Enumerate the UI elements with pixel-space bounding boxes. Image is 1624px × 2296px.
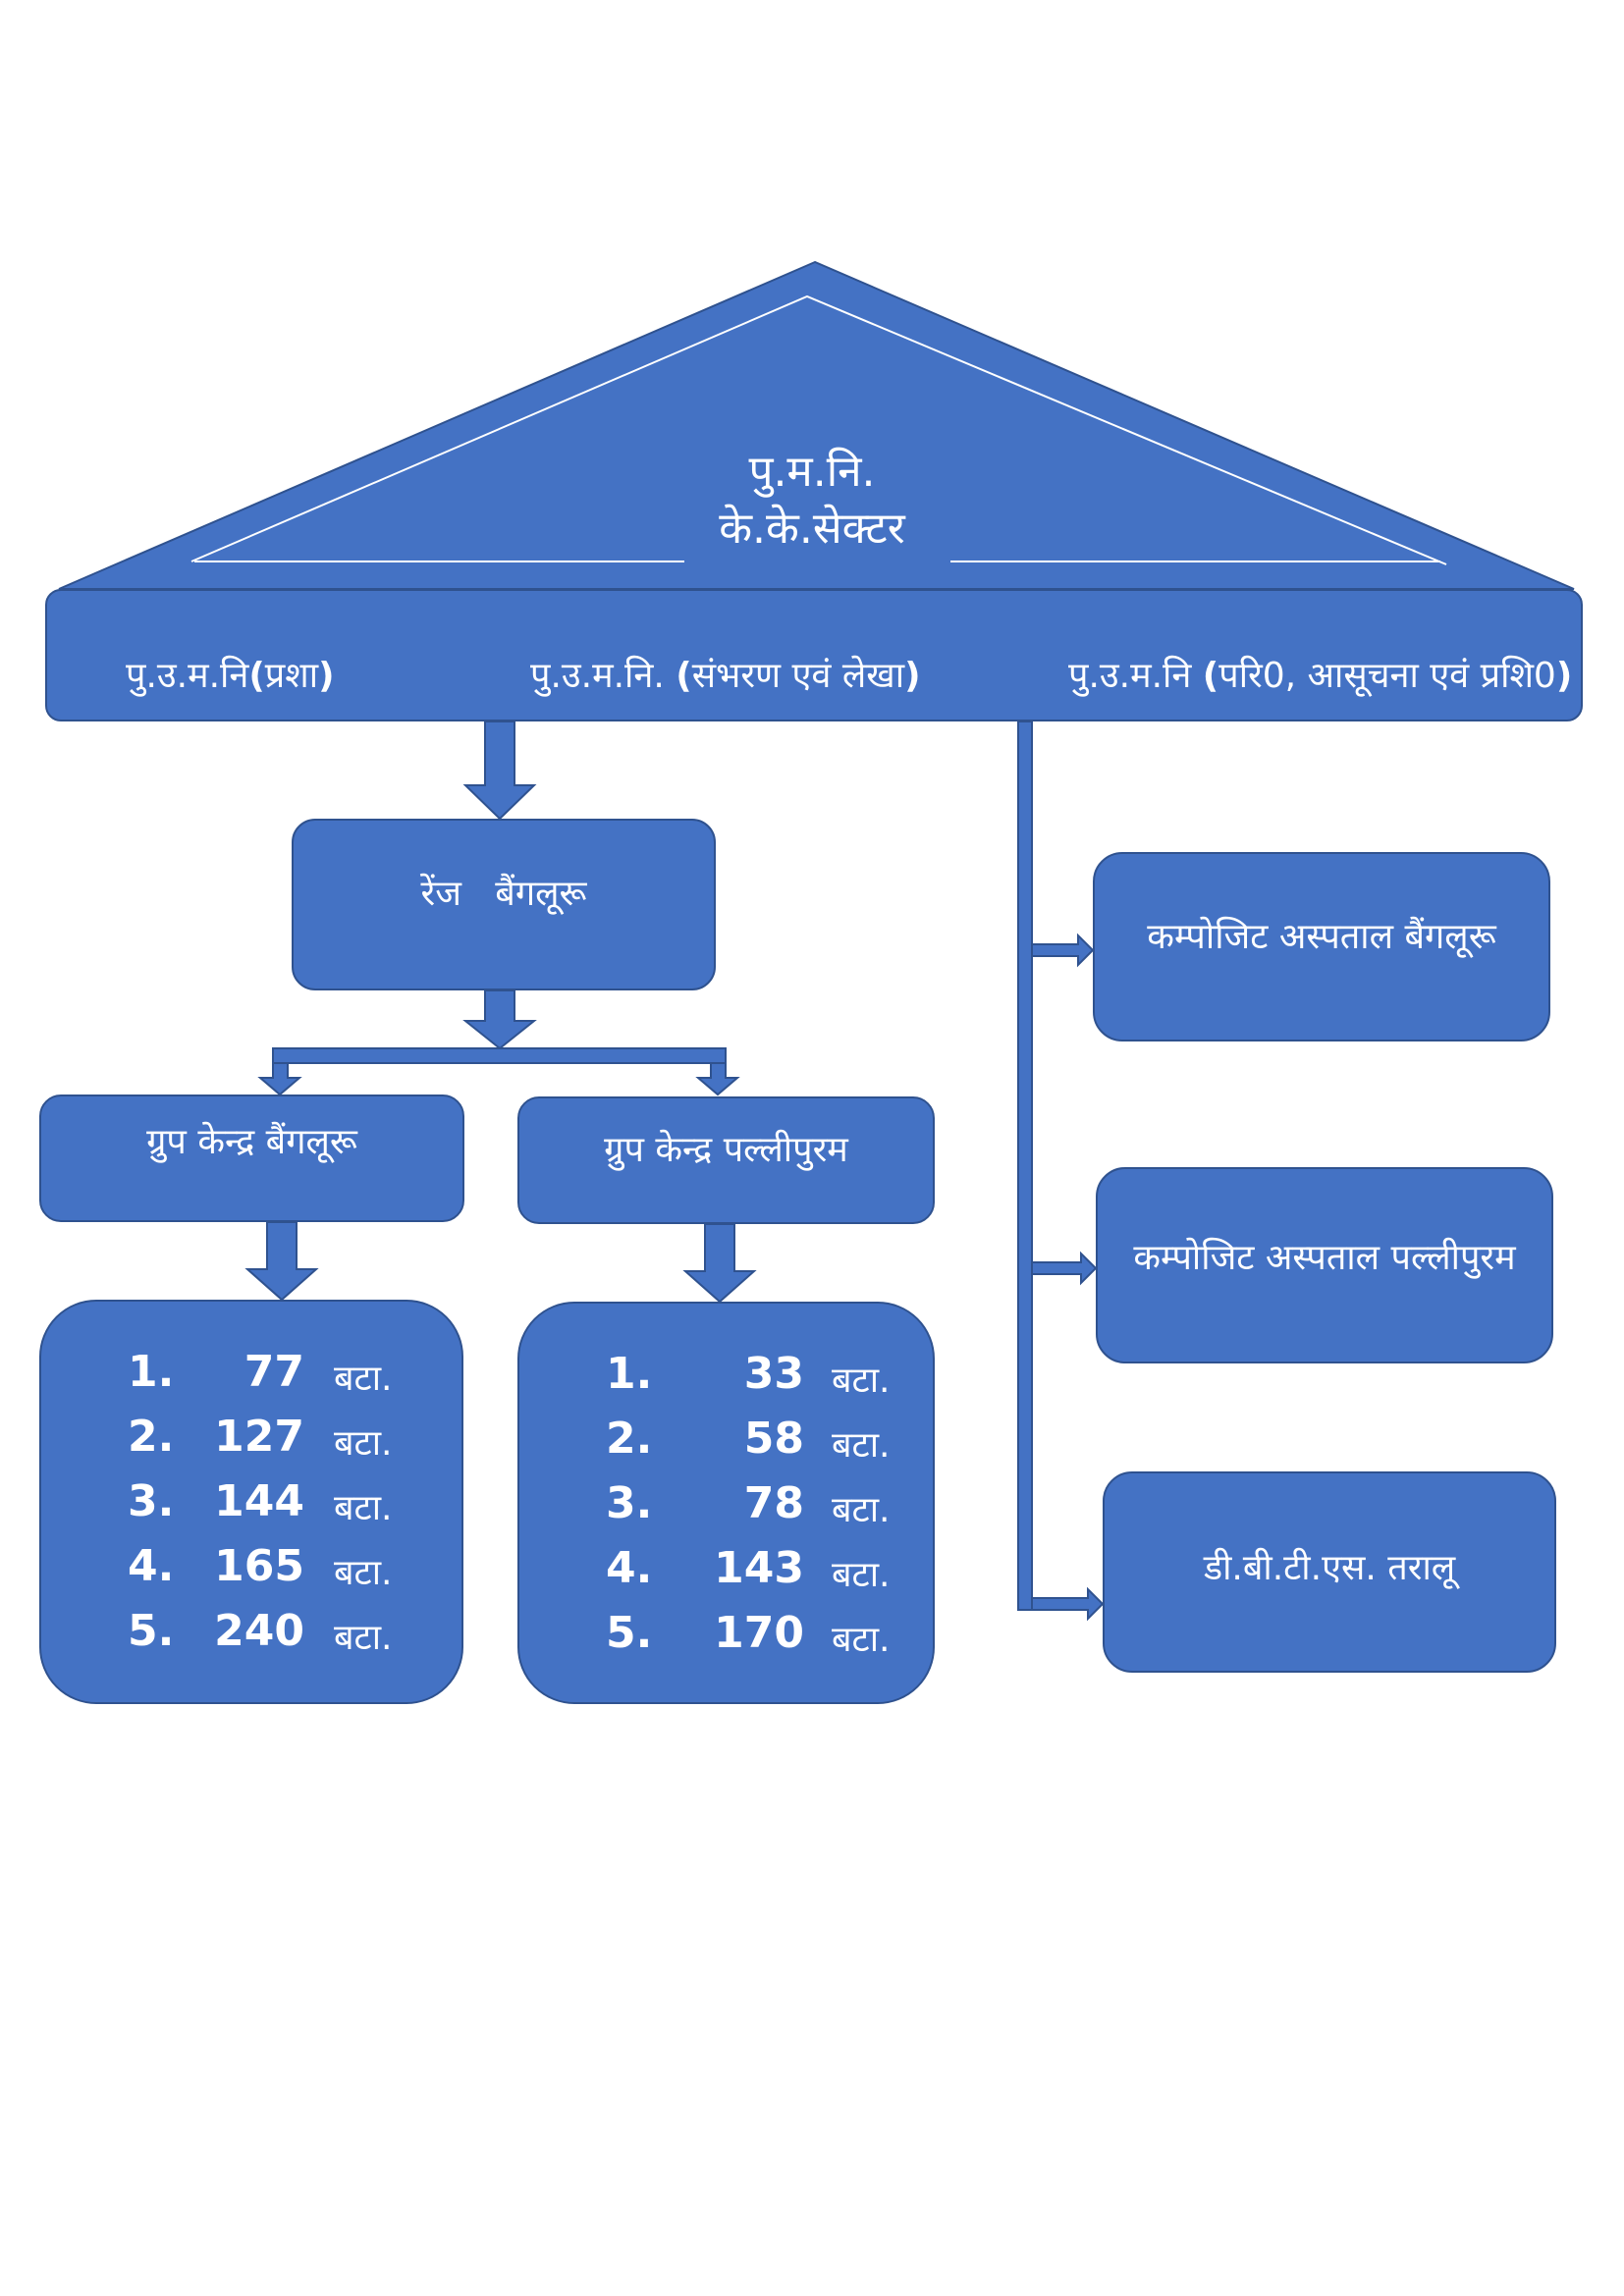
- apex-title: पु.म.नि. के.के.सेक्टर: [616, 444, 1008, 558]
- header-bracket-open: (: [676, 656, 692, 696]
- header-bracket-open: (: [248, 656, 265, 696]
- group-centre-pallipuram-label: ग्रुप केन्द्र पल्लीपुरम: [604, 1130, 848, 1170]
- list-item: 1. 77 बटा.: [41, 1347, 461, 1412]
- composite-hospital-pallipuram-box: कम्पोजिट अस्पताल पल्लीपुरम: [1096, 1167, 1553, 1363]
- list-item-number: 4.: [606, 1543, 653, 1593]
- list-item-value: 78: [743, 1478, 804, 1528]
- list-item-value: 144: [214, 1476, 304, 1526]
- list-item-unit: बटा.: [832, 1620, 891, 1660]
- list-item: 2. 127 बटा.: [41, 1412, 461, 1476]
- battalion-list-bangalore: 1. 77 बटा. 2. 127 बटा. 3. 144 बटा. 4. 165 बटा. 5…: [39, 1300, 463, 1704]
- list-item-unit: बटा.: [334, 1553, 393, 1593]
- apex-title-line2: के.के.सेक्टर: [719, 504, 905, 554]
- list-item-unit: बटा.: [334, 1359, 393, 1399]
- list-item-number: 1.: [128, 1347, 175, 1397]
- list-item-value: 33: [743, 1349, 804, 1399]
- arrow-header-to-range: [462, 721, 537, 821]
- list-item-number: 5.: [128, 1606, 175, 1656]
- list-item: 4. 143 बटा.: [519, 1543, 933, 1608]
- list-item: 5. 170 बटा.: [519, 1608, 933, 1673]
- group-centre-pallipuram-box: ग्रुप केन्द्र पल्लीपुरम: [517, 1096, 935, 1224]
- list-item: 4. 165 बटा.: [41, 1541, 461, 1606]
- split-bar: [272, 1047, 727, 1064]
- list-item: 3. 78 बटा.: [519, 1478, 933, 1543]
- list-item: 5. 240 बटा.: [41, 1606, 461, 1671]
- list-item-number: 2.: [606, 1414, 653, 1464]
- header-item-supply: पु.उ.म.नि. (संभरण एवं लेखा): [530, 650, 921, 698]
- arrow-group-pal-to-list: [682, 1223, 757, 1304]
- header-bracket-close: ): [318, 656, 335, 696]
- header-item-prefix: पु.उ.म.नि.: [530, 656, 677, 696]
- header-bracket-open: (: [1202, 656, 1219, 696]
- dbts-taralu-box: डी.बी.टी.एस. तरालू: [1103, 1471, 1556, 1673]
- header-bracket-close: ): [1555, 656, 1573, 696]
- battalion-list: 1. 33 बटा. 2. 58 बटा. 3. 78 बटा. 4. 143 बटा. 5. 1…: [519, 1349, 933, 1673]
- composite-hospital-bangalore-label: कम्पोजिट अस्पताल बैंगलूरू: [1147, 917, 1496, 957]
- header-item-prefix: पु.उ.म.नि: [126, 656, 249, 696]
- group-centre-bangalore-box: ग्रुप केन्द्र बैंगलूरू: [39, 1095, 464, 1222]
- list-item-unit: बटा.: [832, 1425, 891, 1466]
- list-item: 2. 58 बटा.: [519, 1414, 933, 1478]
- arrow-group-blr-to-list: [244, 1221, 319, 1302]
- list-item-number: 1.: [606, 1349, 653, 1399]
- header-item-text: संभरण एवं लेखा: [691, 656, 905, 696]
- arrow-trunk-to-hosp-blr: [1031, 933, 1095, 968]
- list-item-value: 165: [214, 1541, 304, 1591]
- range-label: रेंज बैंगलूरू: [420, 874, 587, 914]
- group-centre-bangalore-label: ग्रुप केन्द्र बैंगलूरू: [146, 1122, 357, 1162]
- header-item-prefix: पु.उ.म.नि: [1068, 656, 1203, 696]
- list-item-value: 170: [714, 1608, 804, 1658]
- composite-hospital-bangalore-box: कम्पोजिट अस्पताल बैंगलूरू: [1093, 852, 1550, 1041]
- list-item-unit: बटा.: [334, 1488, 393, 1528]
- list-item-value: 143: [714, 1543, 804, 1593]
- list-item-value: 240: [214, 1606, 304, 1656]
- list-item: 3. 144 बटा.: [41, 1476, 461, 1541]
- list-item-number: 2.: [128, 1412, 175, 1462]
- list-item-unit: बटा.: [832, 1490, 891, 1530]
- header-item-operations: पु.उ.म.नि (परि0, आसूचना एवं प्रशि0): [1068, 650, 1572, 698]
- right-trunk: [1017, 721, 1033, 1611]
- list-item-number: 5.: [606, 1608, 653, 1658]
- list-item-unit: बटा.: [832, 1361, 891, 1401]
- apex-title-line1: पु.म.नि.: [748, 447, 876, 497]
- arrow-trunk-to-hosp-pal: [1031, 1251, 1098, 1286]
- header-item-admin: पु.उ.म.नि(प्रशा): [126, 650, 335, 698]
- composite-hospital-pallipuram-label: कम्पोजिट अस्पताल पल्लीपुरम: [1133, 1237, 1516, 1278]
- battalion-list: 1. 77 बटा. 2. 127 बटा. 3. 144 बटा. 4. 165 बटा. 5…: [41, 1347, 461, 1671]
- arrow-split-to-group-pal: [695, 1062, 740, 1096]
- list-item-number: 3.: [606, 1478, 653, 1528]
- dbts-taralu-label: डी.बी.टी.एस. तरालू: [1203, 1548, 1456, 1588]
- list-item-unit: बटा.: [334, 1618, 393, 1658]
- list-item-number: 4.: [128, 1541, 175, 1591]
- list-item-value: 127: [214, 1412, 304, 1462]
- arrow-range-to-split: [462, 989, 537, 1050]
- list-item-value: 77: [244, 1347, 304, 1397]
- header-item-text: परि0, आसूचना एवं प्रशि0: [1218, 656, 1556, 696]
- battalion-list-pallipuram: 1. 33 बटा. 2. 58 बटा. 3. 78 बटा. 4. 143 बटा. 5. 1…: [517, 1302, 935, 1704]
- arrow-split-to-group-blr: [257, 1062, 302, 1096]
- list-item-unit: बटा.: [334, 1423, 393, 1464]
- roof-inner-line: [190, 294, 1447, 565]
- list-item-unit: बटा.: [832, 1555, 891, 1595]
- list-item: 1. 33 बटा.: [519, 1349, 933, 1414]
- header-item-text: प्रशा: [264, 656, 319, 696]
- header-bracket-close: ): [904, 656, 921, 696]
- range-box: रेंज बैंगलूरू: [292, 819, 716, 990]
- list-item-value: 58: [743, 1414, 804, 1464]
- list-item-number: 3.: [128, 1476, 175, 1526]
- arrow-trunk-to-dbts: [1031, 1586, 1105, 1622]
- header-bar: [45, 589, 1583, 721]
